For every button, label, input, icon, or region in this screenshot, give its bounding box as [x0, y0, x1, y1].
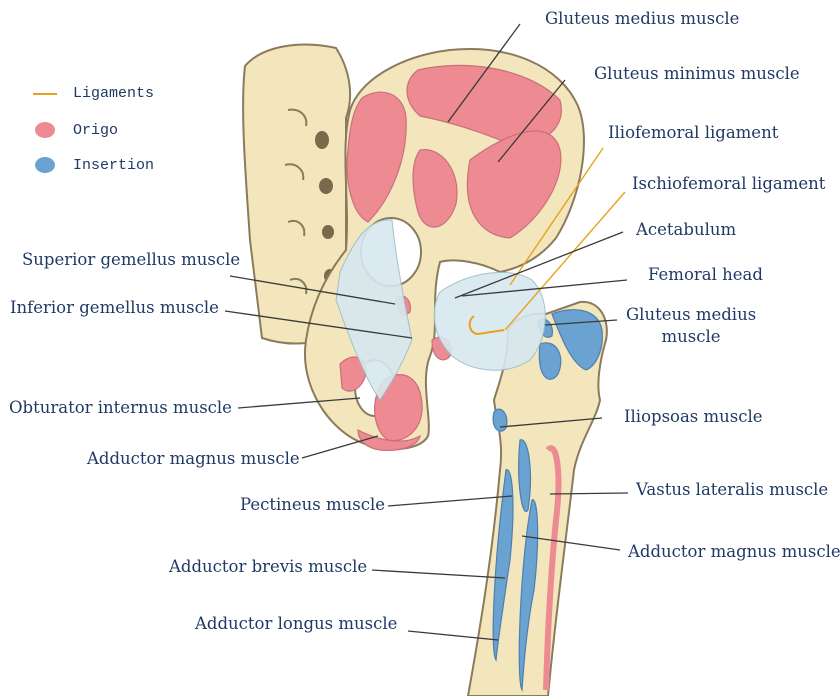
insertion-legend-label: Insertion — [73, 157, 154, 175]
label-adductor-brevis-muscle: Adductor brevis muscle — [169, 557, 367, 577]
label-gluteus-minimus-muscle: Gluteus minimus muscle — [594, 64, 800, 84]
origo-legend-swatch — [35, 122, 55, 138]
origo-legend-label: Origo — [73, 122, 118, 140]
label-acetabulum: Acetabulum — [636, 220, 736, 240]
label-obturator-internus-muscle: Obturator internus muscle — [9, 398, 232, 418]
label-gluteus-medius-insertion-line2: muscle — [626, 327, 756, 347]
label-gluteus-medius-insertion-line1: Gluteus medius — [626, 305, 756, 325]
label-adductor-magnus-muscle-right: Adductor magnus muscle — [628, 542, 840, 562]
label-femoral-head: Femoral head — [648, 265, 763, 285]
label-inferior-gemellus-muscle: Inferior gemellus muscle — [10, 298, 219, 318]
label-iliofemoral-ligament: Iliofemoral ligament — [608, 123, 778, 143]
label-gluteus-medius-muscle: Gluteus medius muscle — [545, 9, 739, 29]
insertion-legend-swatch — [35, 157, 55, 173]
label-pectineus-muscle: Pectineus muscle — [240, 495, 385, 515]
label-gluteus-medius-insertion: Gluteus medius muscle — [626, 305, 756, 347]
label-adductor-longus-muscle: Adductor longus muscle — [195, 614, 397, 634]
label-vastus-lateralis-muscle: Vastus lateralis muscle — [636, 480, 828, 500]
label-superior-gemellus-muscle: Superior gemellus muscle — [22, 250, 240, 270]
label-iliopsoas-muscle: Iliopsoas muscle — [624, 407, 763, 427]
ligaments-legend-swatch — [33, 93, 57, 95]
label-ischiofemoral-ligament: Ischiofemoral ligament — [632, 174, 825, 194]
label-adductor-magnus-muscle-left: Adductor magnus muscle — [87, 449, 300, 469]
ligaments-legend-label: Ligaments — [73, 85, 154, 103]
